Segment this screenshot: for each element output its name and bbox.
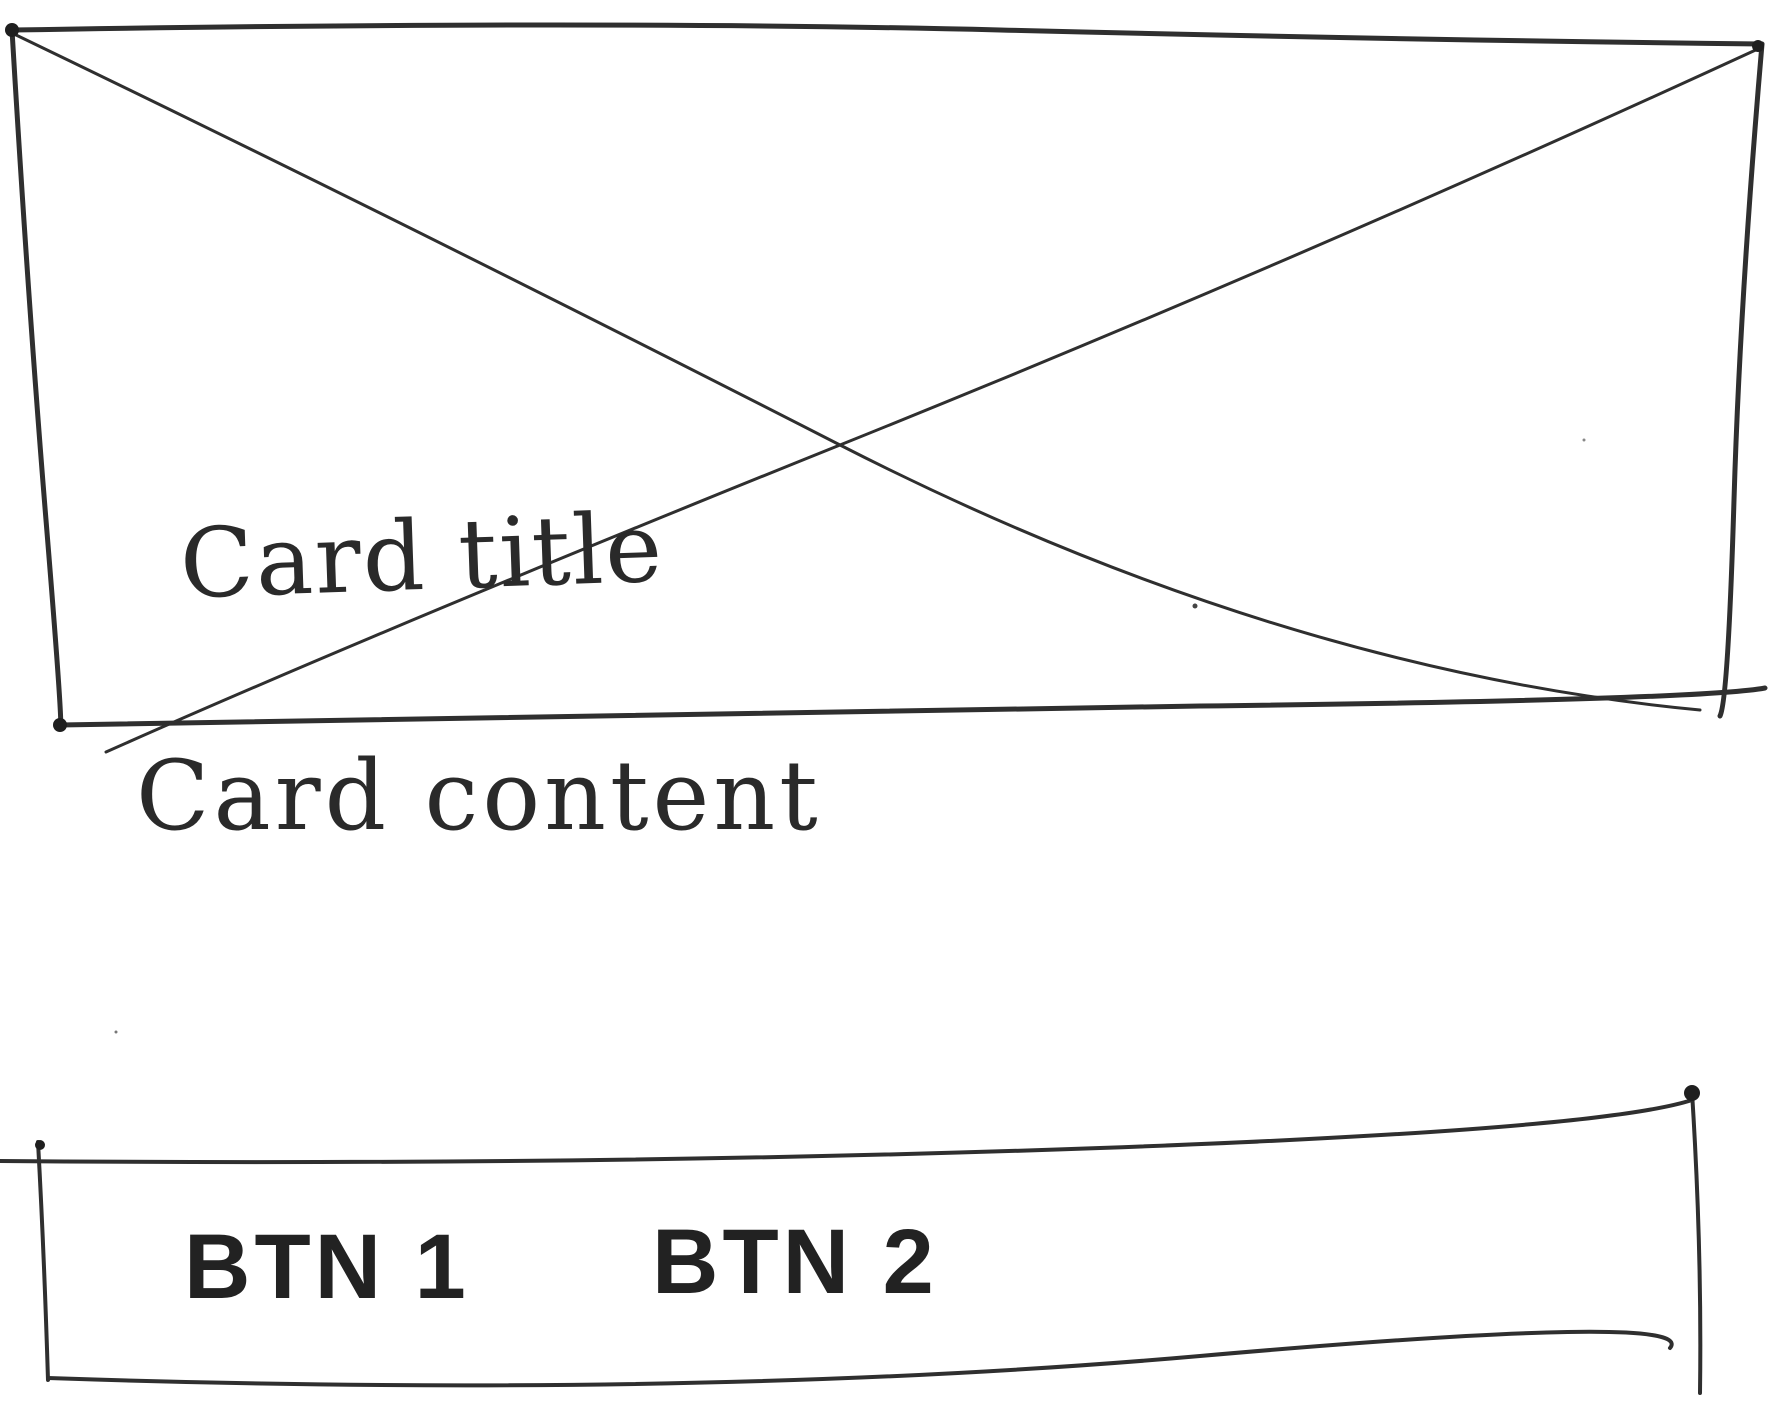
- card-media: [10, 26, 1770, 726]
- card-content: Card content: [136, 740, 822, 852]
- card-actions-frame: [0, 1085, 1703, 1395]
- card-title: Card title: [178, 491, 666, 621]
- button-1[interactable]: BTN 1: [184, 1216, 470, 1318]
- button-2[interactable]: BTN 2: [652, 1211, 938, 1313]
- image-placeholder-icon: [5, 22, 1768, 754]
